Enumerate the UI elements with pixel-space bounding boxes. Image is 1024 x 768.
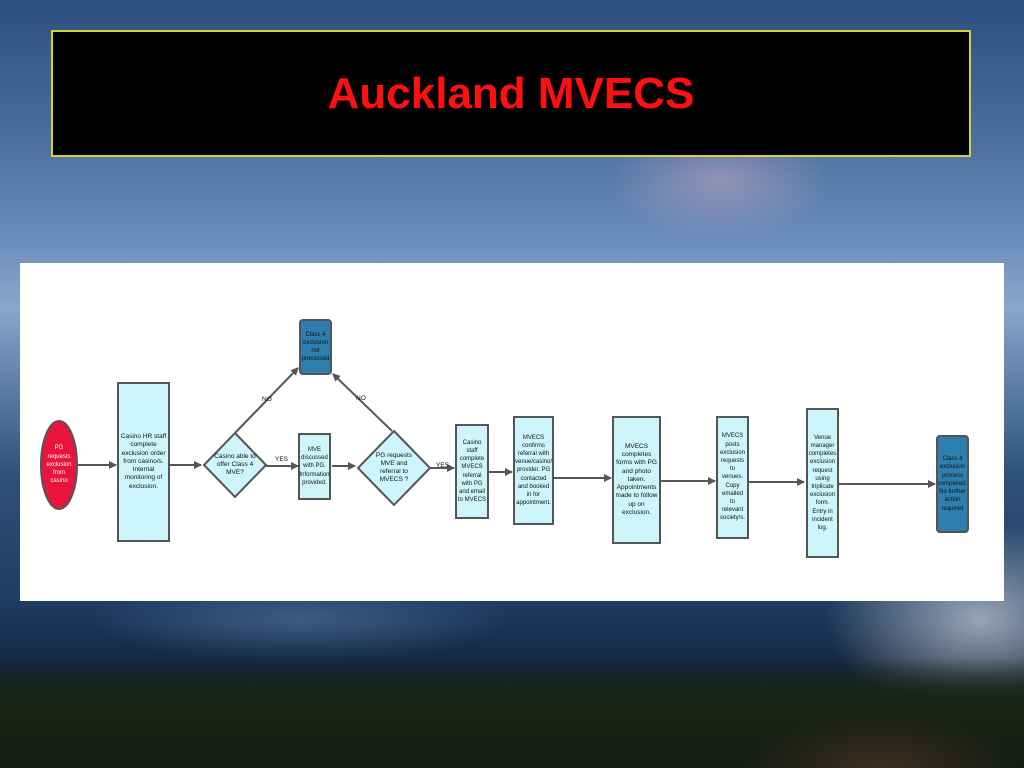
flowchart-panel: PG requests exclusion from casino Casino… [20,263,1004,601]
mvecs-forms-node-label: MVECS completes forms with PG and photo … [615,443,658,516]
decision-pg-label: PG requests MVE and referral to MVECS ? [375,451,413,484]
background-photo-trees [664,668,1024,768]
casino-staff-node-shape [455,424,489,519]
decision-pg-shape [356,429,432,507]
mvecs-forms-node-shape [612,416,661,544]
edge-label-yes-1: YES [275,456,289,463]
mvecs-confirms-node-label: MVECS confirms referral with venue/casin… [515,434,553,507]
title-banner: Auckland MVECS [51,30,971,157]
decision-casino-shape [202,431,268,499]
venue-manager-node-label: Venue manager completes exclusion reques… [808,434,837,532]
mvecs-confirms-node-shape [513,416,554,525]
decision-casino-label: Casino able to offer Class 4 MVE? [214,452,256,477]
edge-decision2-no [332,373,393,432]
edge-decision-no [234,367,299,434]
not-processed-node-shape [299,319,332,375]
mve-discussed-node-label: MVE discussed with PG. Information provi… [299,446,330,486]
casino-staff-node-label: Casino staff complete MVECS referral wit… [458,439,487,504]
flowchart-canvas [40,319,969,558]
mvecs-posts-node-label: MVECS posts exclusion requests to venues… [719,433,745,522]
hr-staff-node-shape [117,382,170,542]
edge-label-yes-2: YES [436,462,450,469]
slide-title: Auckland MVECS [327,68,695,118]
completed-node-label: Class 4 exclusion process completed. No … [937,456,968,512]
start-node-shape [40,420,78,510]
mve-discussed-node-shape [298,433,331,500]
start-node-label: PG requests exclusion from casino [46,445,72,485]
completed-node-shape [936,435,969,533]
venue-manager-node-shape [806,408,839,558]
edge-label-no-1: NO [262,396,272,403]
hr-staff-node-label: Casino HR staff complete exclusion order… [120,433,167,490]
edge-label-no-2: NO [356,395,366,402]
mvecs-posts-node-shape [716,416,749,539]
not-processed-node-label: Class 4 exclusion not processed [301,331,330,363]
